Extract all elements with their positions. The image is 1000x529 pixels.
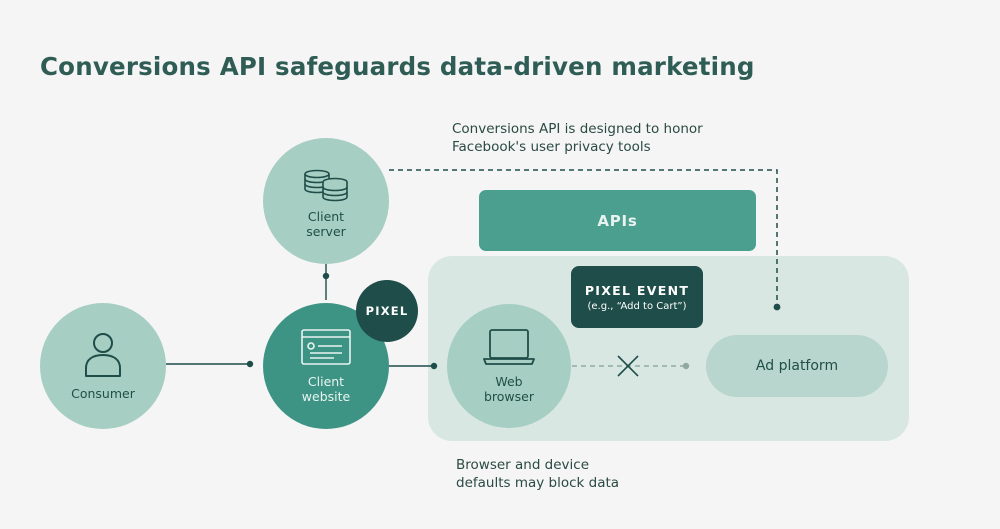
- client-website-label: Client website: [302, 374, 350, 404]
- pixel-event-subtitle: (e.g., “Add to Cart”): [587, 300, 687, 312]
- browser-note-line-1: Browser and device: [456, 457, 590, 473]
- webpage-icon: [301, 329, 351, 365]
- pixel-node: PIXEL: [356, 280, 418, 342]
- api-dashed-path: [389, 169, 778, 307]
- client-server-label: Client server: [306, 209, 346, 239]
- web-browser-label: Web browser: [484, 374, 534, 404]
- website-browser-dot: [430, 362, 438, 370]
- client-server-node: Client server: [263, 138, 389, 264]
- pixel-event-box: PIXEL EVENT (e.g., “Add to Cart”): [571, 266, 703, 328]
- database-icon: [304, 169, 348, 202]
- client-server-label-2: server: [306, 224, 346, 239]
- consumer-label: Consumer: [71, 385, 135, 401]
- laptop-icon: [483, 329, 535, 365]
- web-browser-label-1: Web: [495, 374, 523, 389]
- page-title: Conversions API safeguards data-driven m…: [40, 52, 755, 81]
- consumer-website-dot: [246, 360, 254, 368]
- api-dashed-dot: [773, 303, 781, 311]
- privacy-note-line-1: Conversions API is designed to honor: [452, 121, 703, 137]
- apis-box: APIs: [479, 190, 756, 251]
- web-browser-label-2: browser: [483, 389, 534, 404]
- client-website-label-1: Client: [307, 374, 345, 389]
- browser-note: Browser and device defaults may block da…: [456, 456, 619, 492]
- privacy-note-line-2: Facebook's user privacy tools: [452, 139, 651, 155]
- person-icon: [85, 332, 121, 377]
- ad-platform-node: Ad platform: [706, 335, 888, 397]
- server-website-dot: [322, 272, 330, 280]
- pixel-label: PIXEL: [365, 304, 409, 318]
- consumer-node: Consumer: [40, 303, 166, 429]
- client-website-label-2: website: [301, 389, 351, 404]
- client-server-label-1: Client: [307, 209, 345, 224]
- pixel-event-title: PIXEL EVENT: [584, 282, 690, 298]
- web-browser-node: Web browser: [447, 304, 571, 428]
- browser-note-line-2: defaults may block data: [456, 475, 620, 491]
- cross-icon: [617, 355, 639, 377]
- blocked-dashed-dot: [682, 362, 690, 370]
- privacy-note: Conversions API is designed to honor Fac…: [452, 120, 703, 156]
